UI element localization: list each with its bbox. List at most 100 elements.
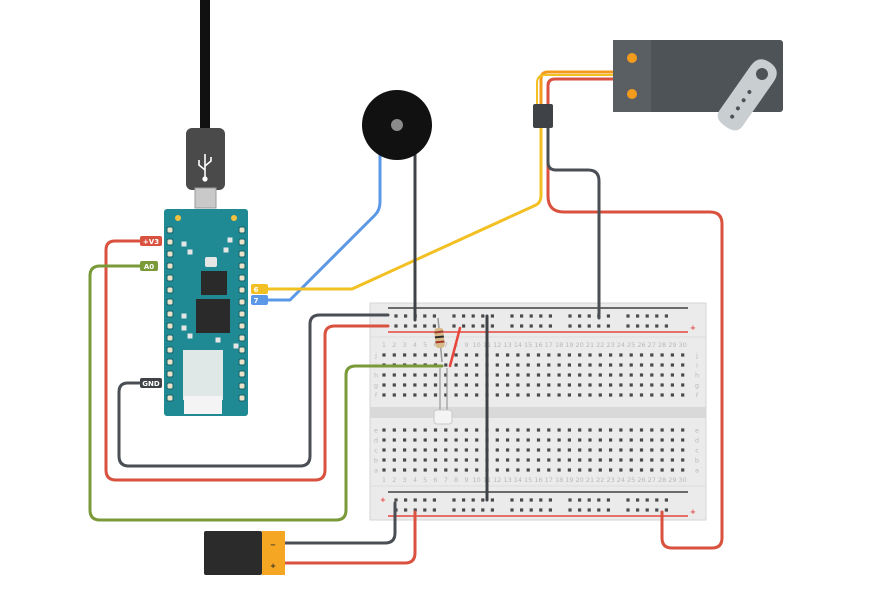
breadboard-hole	[629, 363, 633, 367]
bottom-rail-plus-sign: +	[690, 508, 696, 516]
column-number: 7	[444, 476, 448, 484]
breadboard-hole	[619, 353, 623, 357]
breadboard-hole	[598, 383, 602, 387]
header-pin	[166, 310, 174, 318]
bottom-rail-plus-sign-left: +	[380, 496, 386, 504]
rail-hole	[548, 324, 552, 328]
breadboard-hole	[423, 353, 427, 357]
breadboard-hole	[567, 363, 571, 367]
breadboard-hole	[382, 468, 386, 472]
breadboard-hole	[619, 373, 623, 377]
column-number: 20	[576, 476, 584, 484]
breadboard-hole	[619, 393, 623, 397]
rail-hole	[471, 314, 475, 318]
rail-hole	[481, 508, 485, 512]
battery-minus-label: −	[270, 541, 276, 549]
breadboard-hole	[629, 468, 633, 472]
breadboard-hole	[464, 458, 468, 462]
rail-hole	[510, 498, 514, 502]
board-components	[181, 237, 239, 349]
breadboard-hole	[464, 393, 468, 397]
row-letter: i	[696, 362, 698, 370]
rail-hole	[606, 314, 610, 318]
breadboard-hole	[588, 438, 592, 442]
column-number: 13	[503, 476, 511, 484]
breadboard-hole	[464, 383, 468, 387]
battery-wire-black	[283, 501, 397, 545]
breadboard-hole	[567, 468, 571, 472]
breadboard-hole	[681, 438, 685, 442]
breadboard-hole	[495, 383, 499, 387]
breadboard-hole	[526, 363, 530, 367]
breadboard-hole	[547, 393, 551, 397]
wire-d7-blue	[266, 148, 382, 302]
breadboard-hole	[454, 353, 458, 357]
breadboard-hole	[670, 448, 674, 452]
rail-hole	[568, 498, 572, 502]
breadboard-hole	[588, 393, 592, 397]
breadboard-hole	[423, 383, 427, 387]
column-number: 21	[586, 476, 594, 484]
breadboard-hole	[639, 393, 644, 397]
rail-hole	[423, 498, 427, 502]
led-icon	[433, 368, 453, 425]
rail-hole	[462, 508, 466, 512]
wire-led-red	[448, 326, 462, 368]
header-pin	[238, 358, 246, 366]
rail-hole	[597, 508, 601, 512]
breadboard-hole	[629, 373, 633, 377]
breadboard-hole	[670, 373, 674, 377]
wifi-module-shield	[184, 396, 222, 414]
rail-hole	[452, 498, 456, 502]
breadboard-hole	[444, 458, 448, 462]
breadboard-hole	[392, 393, 396, 397]
column-number: 19	[565, 341, 573, 349]
rail-hole	[413, 498, 417, 502]
breadboard-hole	[557, 428, 561, 432]
pin-label-a0: A0	[140, 261, 158, 271]
header-pin	[238, 250, 246, 258]
breadboard-hole	[495, 468, 499, 472]
breadboard-hole	[413, 428, 417, 432]
breadboard-hole	[516, 353, 520, 357]
breadboard-hole	[536, 393, 541, 397]
rail-hole	[471, 508, 475, 512]
breadboard-hole	[567, 448, 571, 452]
breadboard-hole	[516, 428, 520, 432]
header-pin	[166, 322, 174, 330]
rail-hole	[548, 314, 552, 318]
servo-mount-tab	[613, 40, 651, 112]
rail-hole	[587, 508, 591, 512]
breadboard-hole	[464, 363, 468, 367]
breadboard-hole	[423, 448, 427, 452]
breadboard-hole	[650, 458, 654, 462]
breadboard-hole	[475, 353, 479, 357]
rail-hole	[510, 508, 514, 512]
breadboard-hole	[609, 353, 613, 357]
breadboard-hole	[464, 468, 468, 472]
breadboard-hole	[629, 383, 633, 387]
rail-hole	[548, 498, 552, 502]
column-number: 24	[617, 341, 625, 349]
breadboard-hole	[526, 428, 530, 432]
breadboard-hole	[454, 383, 458, 387]
breadboard-hole	[598, 373, 602, 377]
rail-hole	[568, 324, 572, 328]
breadboard-hole	[454, 438, 458, 442]
breadboard-hole	[392, 458, 396, 462]
breadboard-hole	[588, 428, 592, 432]
breadboard-hole	[526, 383, 530, 387]
svg-text:6: 6	[254, 286, 259, 294]
column-number: 16	[534, 341, 542, 349]
rail-hole	[423, 314, 427, 318]
breadboard-hole	[557, 438, 561, 442]
breadboard-hole	[433, 438, 438, 442]
breadboard-hole	[660, 458, 664, 462]
breadboard-hole	[681, 458, 685, 462]
rail-hole	[404, 508, 408, 512]
breadboard-hole	[567, 353, 571, 357]
header-pin	[166, 226, 174, 234]
pin-label-gnd: GND	[140, 378, 162, 388]
rail-hole	[394, 324, 398, 328]
breadboard-hole	[650, 373, 654, 377]
